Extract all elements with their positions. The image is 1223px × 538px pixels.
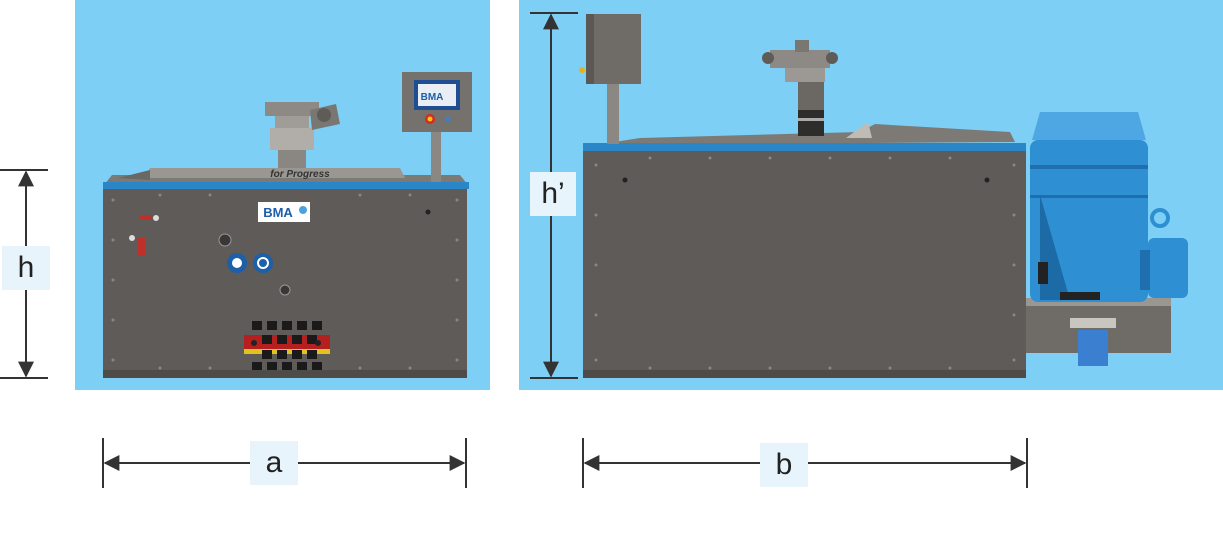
safety-sign-icon	[253, 253, 273, 273]
svg-text:BMA: BMA	[421, 92, 444, 103]
control-cabinet	[586, 14, 641, 84]
label-h: h	[2, 246, 50, 290]
brand-logo-plate	[258, 202, 310, 222]
label-h-prime: h’	[530, 172, 576, 216]
side-view-machine	[579, 14, 1188, 378]
front-view-machine: BMA for Progress BMA	[103, 72, 472, 378]
motor-body	[1030, 140, 1148, 302]
brand-logo-text: BMA	[263, 205, 293, 220]
label-a: a	[250, 441, 298, 485]
slogan-text: for Progress	[270, 169, 330, 180]
label-b: b	[760, 443, 808, 487]
